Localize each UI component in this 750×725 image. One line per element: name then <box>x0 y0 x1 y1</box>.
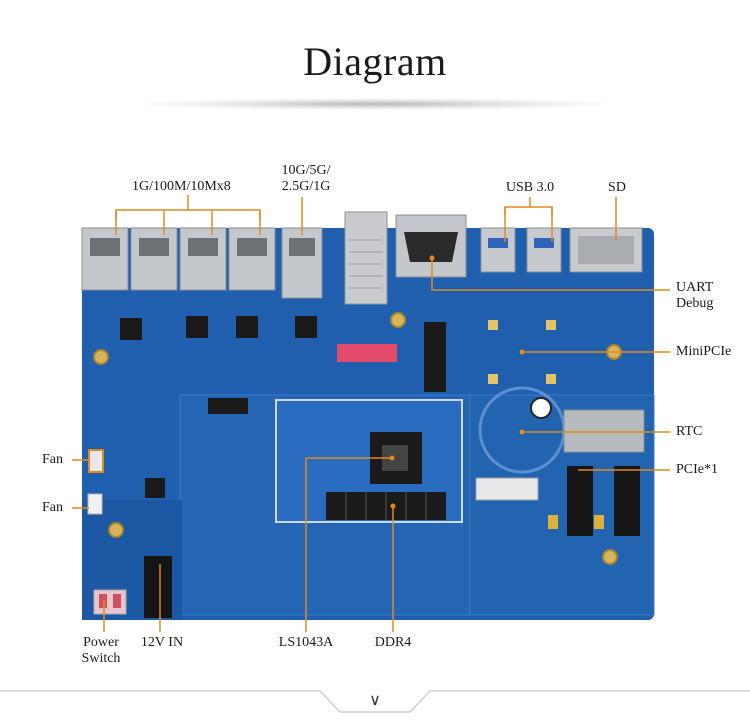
label-sd: SD <box>608 180 626 195</box>
ic-chip <box>236 316 258 338</box>
mounting-hole <box>108 522 124 538</box>
sfp-cage <box>344 211 388 305</box>
db9-uart-connector <box>395 214 467 278</box>
ic-chip <box>186 316 208 338</box>
mounting-hole <box>93 349 109 365</box>
label-12v-in: 12V IN <box>140 635 184 650</box>
fan-header <box>88 449 104 473</box>
core-module <box>275 399 463 523</box>
label-power-line2: Switch <box>81 651 121 666</box>
rj45-opening <box>188 238 218 256</box>
mounting-hole <box>602 549 618 565</box>
rj45-port-10g <box>281 227 323 299</box>
dip-switch <box>337 344 397 362</box>
mounting-hole <box>390 312 406 328</box>
label-pcie: PCIe*1 <box>676 462 718 477</box>
misc-chips <box>120 316 317 498</box>
dc-power-jack <box>144 556 172 618</box>
minipcie-slot <box>424 322 446 392</box>
standoff-pad <box>488 320 498 330</box>
rj45-port <box>81 227 129 291</box>
footer-band <box>0 690 750 713</box>
m2-connector <box>475 477 539 501</box>
rj45-opening <box>139 238 169 256</box>
callout-lines <box>72 195 670 632</box>
label-uart-line1: UART <box>676 280 714 295</box>
rj45-port <box>228 227 276 291</box>
label-lan-ports: 1G/100M/10Mx8 <box>132 179 231 194</box>
label-usb: USB 3.0 <box>505 180 555 195</box>
usb-port <box>526 227 562 273</box>
fan-header <box>87 493 103 515</box>
ic-chip <box>208 398 248 414</box>
standoff-pad <box>546 374 556 384</box>
usb-ports <box>480 227 562 273</box>
callout-usb <box>504 206 553 215</box>
rj45-port <box>179 227 227 291</box>
ic-chip <box>295 316 317 338</box>
callout-uart <box>431 258 670 291</box>
label-cpu: LS1043A <box>278 635 334 650</box>
label-fan-bottom: Fan <box>42 500 63 515</box>
ethernet-ports <box>81 227 323 299</box>
capacitor <box>594 515 604 529</box>
usb-tongue <box>488 238 508 248</box>
label-ddr4: DDR4 <box>374 635 412 650</box>
pb-free-icon <box>530 397 552 419</box>
power-switch <box>93 589 127 615</box>
sim-card-holder <box>563 409 645 453</box>
rj45-opening <box>237 238 267 256</box>
rj45-port <box>130 227 178 291</box>
chevron-down-icon[interactable]: ∨ <box>369 690 381 709</box>
label-sfp-speed-line2: 2.5G/1G <box>281 179 331 194</box>
label-uart-line2: Debug <box>676 296 714 311</box>
usb-port <box>480 227 516 273</box>
pcie-slot <box>614 466 640 536</box>
pcie-slot <box>567 466 593 536</box>
callout-lan-bracket <box>115 209 261 220</box>
label-power-line1: Power <box>83 635 119 650</box>
rj45-opening <box>289 238 315 256</box>
label-sfp-speed-line1: 10G/5G/ <box>281 163 331 178</box>
page-title: Diagram <box>303 39 447 84</box>
title-underline-shadow <box>135 98 615 110</box>
sd-card-slot-inner <box>578 236 634 264</box>
label-minipcie: MiniPCIe <box>676 344 732 359</box>
usb-tongue <box>534 238 554 248</box>
ic-chip <box>120 318 142 340</box>
standoff-pad <box>546 320 556 330</box>
label-fan-top: Fan <box>42 452 63 467</box>
rj45-opening <box>90 238 120 256</box>
standoff-pad <box>488 374 498 384</box>
ic-chip <box>145 478 165 498</box>
label-rtc: RTC <box>676 424 703 439</box>
capacitor <box>548 515 558 529</box>
